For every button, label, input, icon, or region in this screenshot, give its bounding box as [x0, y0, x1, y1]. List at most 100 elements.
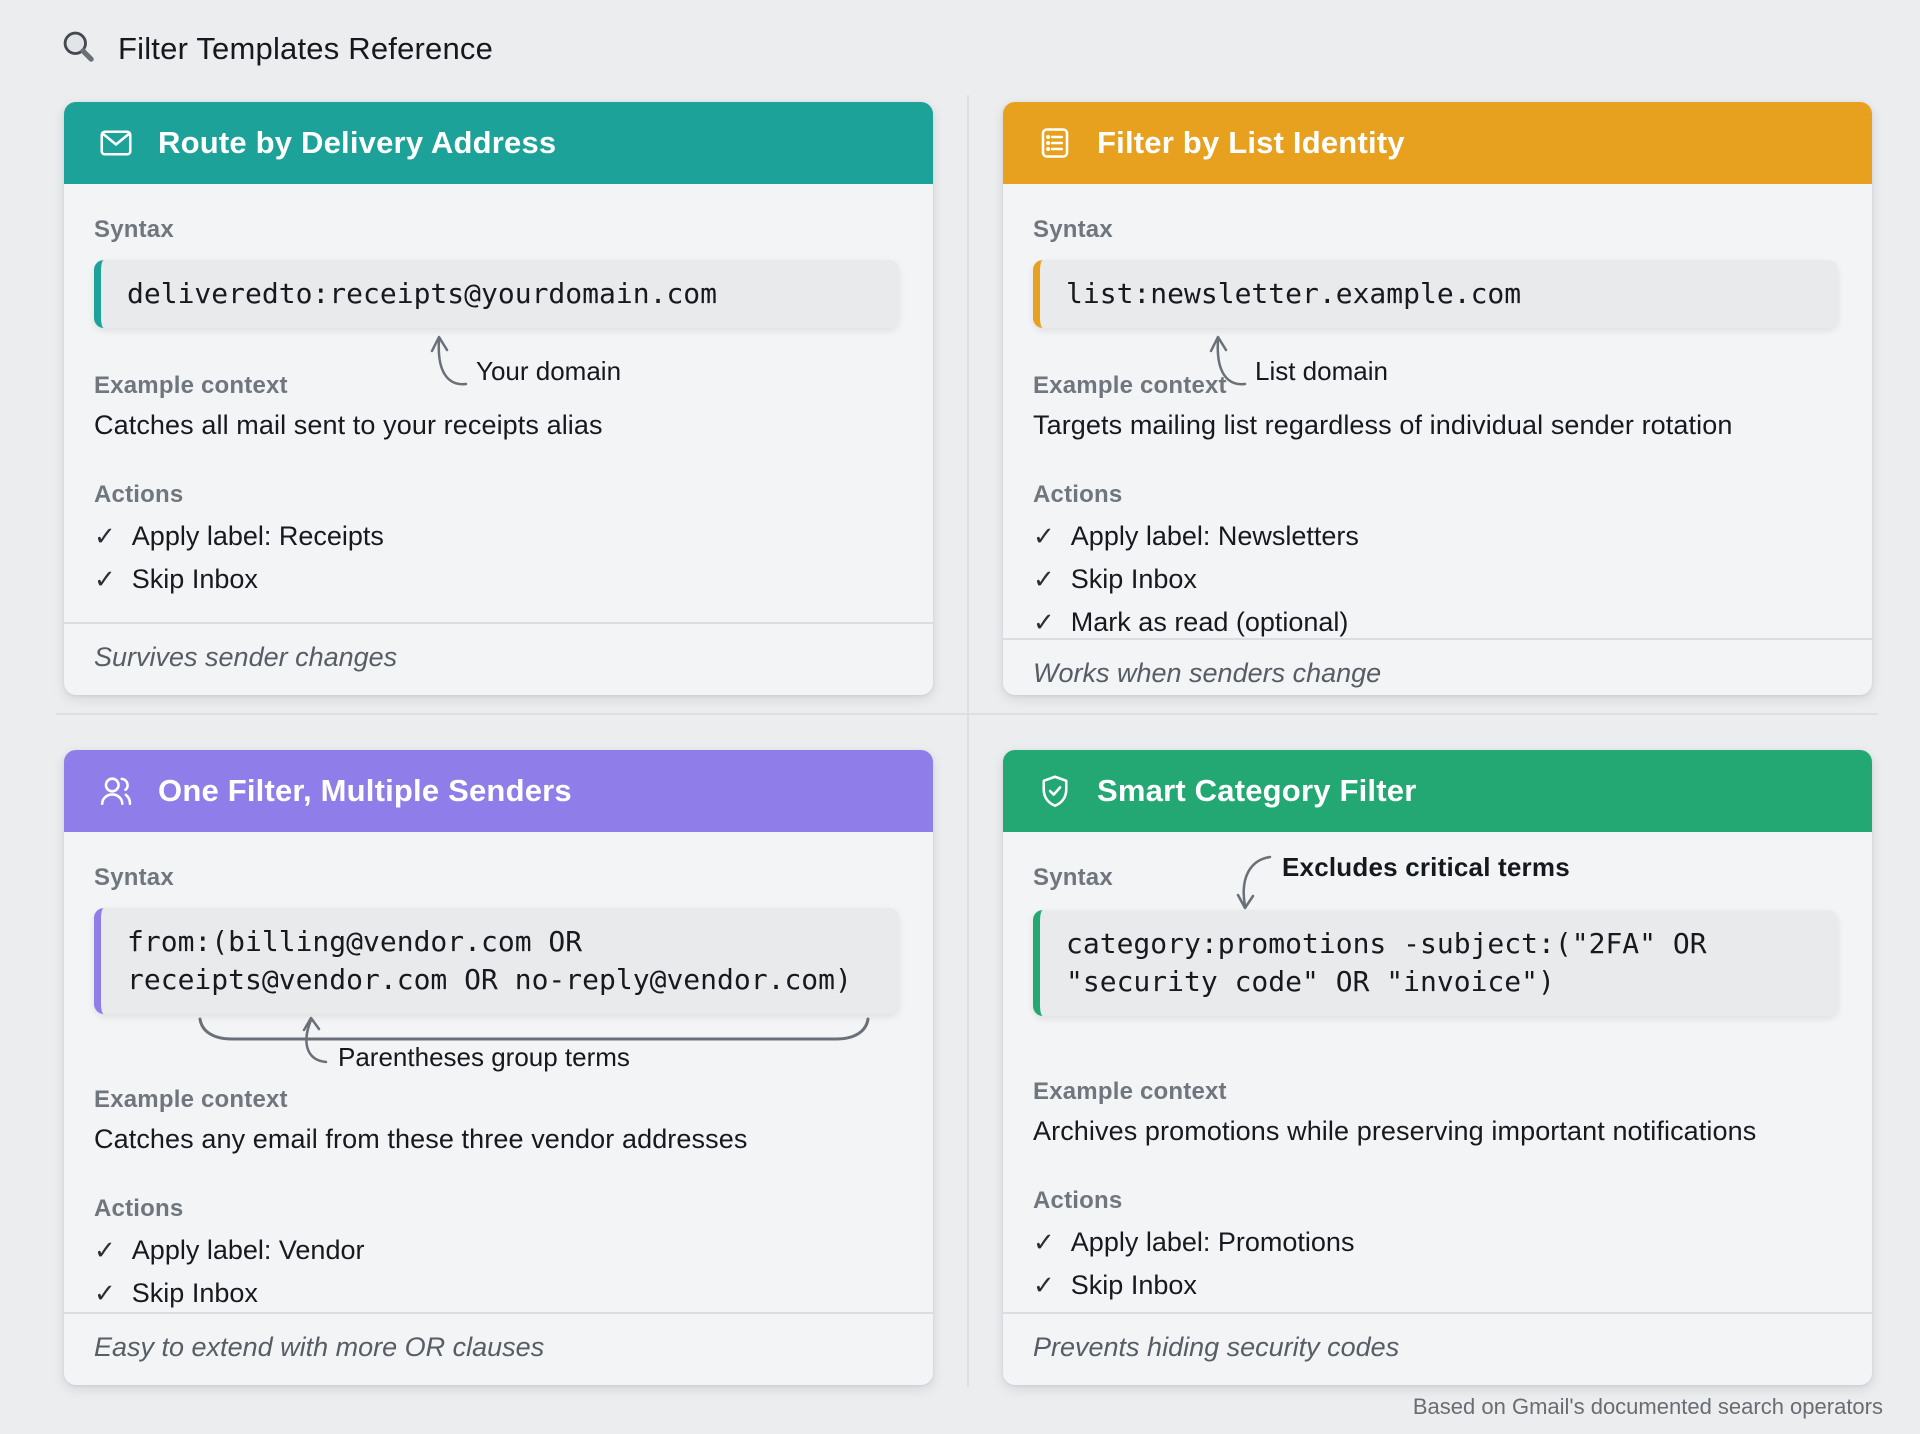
curved-arrow-up-icon [430, 335, 468, 386]
actions-label: Actions [94, 481, 184, 508]
syntax-code-wrap: deliveredto:receipts@yourdomain.com Your… [94, 260, 899, 386]
check-icon: ✓ [1033, 607, 1055, 637]
action-item: ✓ Skip Inbox [94, 564, 899, 595]
example-context-text: Catches all mail sent to your receipts a… [94, 410, 603, 440]
code-line: list:newsletter.example.com [1066, 277, 1522, 310]
action-item: ✓ Skip Inbox [1033, 1270, 1838, 1301]
attribution-text: Based on Gmail's documented search opera… [1412, 1394, 1883, 1419]
action-text: Skip Inbox [131, 1278, 258, 1308]
page-title: Filter Templates Reference [118, 30, 494, 66]
check-icon: ✓ [94, 564, 116, 594]
check-icon: ✓ [1033, 564, 1055, 594]
action-text: Skip Inbox [1070, 564, 1197, 594]
action-text: Apply label: Promotions [1070, 1227, 1355, 1257]
card-footer-note: Works when senders change [1003, 638, 1872, 711]
page-header: Filter Templates Reference [60, 28, 493, 69]
list-icon [1037, 125, 1073, 161]
syntax-label: Syntax [94, 864, 174, 891]
check-icon: ✓ [1033, 1270, 1055, 1300]
syntax-code-wrap: list:newsletter.example.com List domain [1033, 260, 1838, 386]
card-title: One Filter, Multiple Senders [158, 773, 572, 808]
action-item: ✓ Apply label: Promotions [1033, 1227, 1838, 1258]
annotation-text: List domain [1255, 356, 1388, 386]
check-icon: ✓ [94, 1235, 116, 1265]
action-item: ✓ Apply label: Receipts [94, 521, 899, 552]
actions-list: ✓ Apply label: Promotions ✓ Skip Inbox [1033, 1227, 1838, 1301]
search-icon [60, 28, 96, 69]
users-icon [98, 773, 134, 809]
action-item: ✓ Mark as read (optional) [1033, 607, 1838, 638]
row-divider [56, 713, 1878, 715]
shield-check-icon [1037, 773, 1073, 809]
card-header: Smart Category Filter [1003, 750, 1872, 832]
card-body: Syntax deliveredto:receipts@yourdomain.c… [64, 184, 933, 622]
card-title: Smart Category Filter [1097, 773, 1417, 808]
annotation-text: Parentheses group terms [338, 1042, 630, 1072]
card-filter-by-list-identity: Filter by List Identity Syntax list:news… [1003, 102, 1872, 695]
check-icon: ✓ [1033, 521, 1055, 551]
syntax-code-wrap: category:promotions -subject:("2FA" OR "s… [1033, 910, 1838, 1016]
curved-arrow-down-icon [1236, 855, 1272, 910]
action-item: ✓ Apply label: Vendor [94, 1235, 899, 1266]
annotation-text: Your domain [476, 356, 622, 386]
column-divider [967, 95, 969, 1387]
actions-list: ✓ Apply label: Newsletters ✓ Skip Inbox … [1033, 521, 1838, 638]
envelope-icon [98, 125, 134, 161]
syntax-code: from:(billing@vendor.com OR receipts@vend… [94, 908, 899, 1014]
syntax-label: Syntax [94, 216, 174, 243]
card-body: Syntax Excludes critical terms category:… [1003, 832, 1872, 1312]
card-header: One Filter, Multiple Senders [64, 750, 933, 832]
code-line: "security code" OR "invoice") [1066, 965, 1555, 998]
actions-list: ✓ Apply label: Receipts ✓ Skip Inbox [94, 521, 899, 595]
example-context-label: Example context [94, 372, 288, 399]
card-header: Route by Delivery Address [64, 102, 933, 184]
actions-label: Actions [1033, 1187, 1123, 1214]
example-context-text: Targets mailing list regardless of indiv… [1033, 410, 1733, 440]
example-context-text: Archives promotions while preserving imp… [1033, 1116, 1757, 1146]
annotation: Parentheses group terms [94, 1014, 899, 1086]
action-item: ✓ Skip Inbox [1033, 564, 1838, 595]
template-cards-grid: Route by Delivery Address Syntax deliver… [64, 102, 1872, 1385]
syntax-label: Syntax [1033, 216, 1113, 243]
syntax-label: Syntax Excludes critical terms [1033, 852, 1838, 910]
syntax-code: list:newsletter.example.com [1033, 260, 1838, 328]
code-line: category:promotions -subject:("2FA" OR [1066, 927, 1707, 960]
card-one-filter-multiple-senders: One Filter, Multiple Senders Syntax from… [64, 750, 933, 1385]
action-text: Apply label: Vendor [131, 1235, 365, 1265]
actions-label: Actions [94, 1195, 184, 1222]
action-text: Skip Inbox [1070, 1270, 1197, 1300]
syntax-code-wrap: from:(billing@vendor.com OR receipts@vend… [94, 908, 899, 1014]
annotation: Your domain [424, 330, 621, 388]
check-icon: ✓ [94, 521, 116, 551]
card-body: Syntax from:(billing@vendor.com OR receip… [64, 832, 933, 1312]
card-title: Route by Delivery Address [158, 125, 557, 160]
example-context-label: Example context [1033, 372, 1227, 399]
check-icon: ✓ [94, 1278, 116, 1308]
curved-arrow-up-icon [302, 1016, 328, 1064]
action-text: Apply label: Newsletters [1070, 521, 1359, 551]
action-item: ✓ Apply label: Newsletters [1033, 521, 1838, 552]
curved-arrow-up-icon [1209, 335, 1247, 386]
action-text: Skip Inbox [131, 564, 258, 594]
action-text: Mark as read (optional) [1070, 607, 1349, 637]
card-footer-note: Easy to extend with more OR clauses [64, 1312, 933, 1385]
code-line: from:(billing@vendor.com OR [127, 925, 583, 958]
card-footer-note: Prevents hiding security codes [1003, 1312, 1872, 1385]
example-context-label: Example context [94, 1086, 288, 1113]
syntax-code: deliveredto:receipts@yourdomain.com [94, 260, 899, 328]
example-context-text: Catches any email from these three vendo… [94, 1124, 748, 1154]
action-item: ✓ Skip Inbox [94, 1278, 899, 1309]
actions-list: ✓ Apply label: Vendor ✓ Skip Inbox [94, 1235, 899, 1309]
card-route-by-delivery-address: Route by Delivery Address Syntax deliver… [64, 102, 933, 695]
check-icon: ✓ [1033, 1227, 1055, 1257]
card-title: Filter by List Identity [1097, 125, 1405, 160]
actions-label: Actions [1033, 481, 1123, 508]
code-line: receipts@vendor.com OR no-reply@vendor.c… [127, 963, 852, 996]
card-body: Syntax list:newsletter.example.com List … [1003, 184, 1872, 638]
syntax-label-text: Syntax [1033, 864, 1113, 891]
annotation: List domain [1203, 330, 1388, 388]
card-footer-note: Survives sender changes [64, 622, 933, 695]
code-line: deliveredto:receipts@yourdomain.com [127, 277, 718, 310]
annotation-text: Excludes critical terms [1282, 852, 1570, 882]
card-smart-category-filter: Smart Category Filter Syntax Excludes cr… [1003, 750, 1872, 1385]
